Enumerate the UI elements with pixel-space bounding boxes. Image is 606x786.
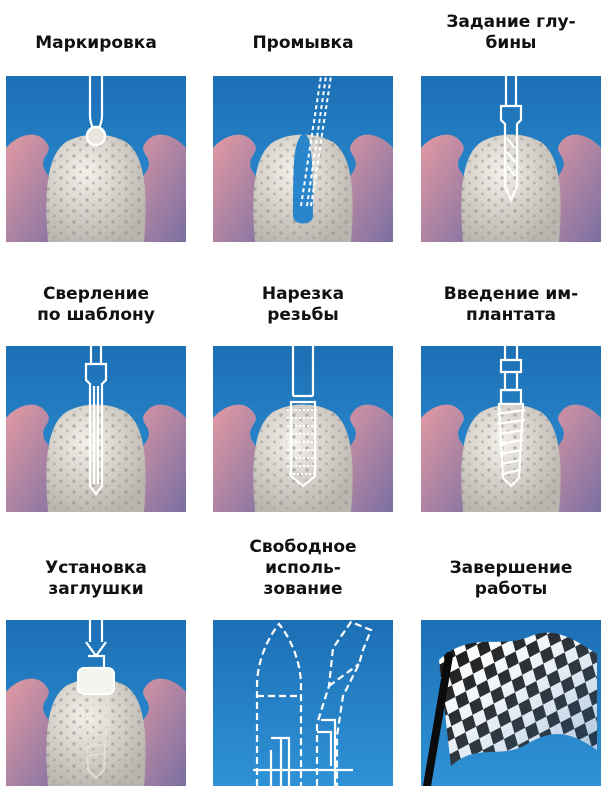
template-drilling-icon — [6, 346, 186, 512]
step-label: Введение им-плантата — [421, 282, 601, 326]
step-label: Маркировка — [6, 10, 186, 54]
cover-screw-icon — [6, 620, 186, 786]
thread-tapping-icon — [213, 346, 393, 512]
implant-insertion-icon — [421, 346, 601, 512]
step-label: Задание глу-бины — [421, 10, 601, 54]
checkered-flag-icon — [421, 620, 601, 786]
rinsing-icon — [213, 76, 393, 242]
marking-icon — [6, 76, 186, 242]
depth-drill-icon — [421, 76, 601, 242]
step-label: Промывка — [213, 10, 393, 54]
free-use-icon — [213, 620, 393, 786]
step-label: Свободное исполь-зование — [213, 556, 393, 600]
